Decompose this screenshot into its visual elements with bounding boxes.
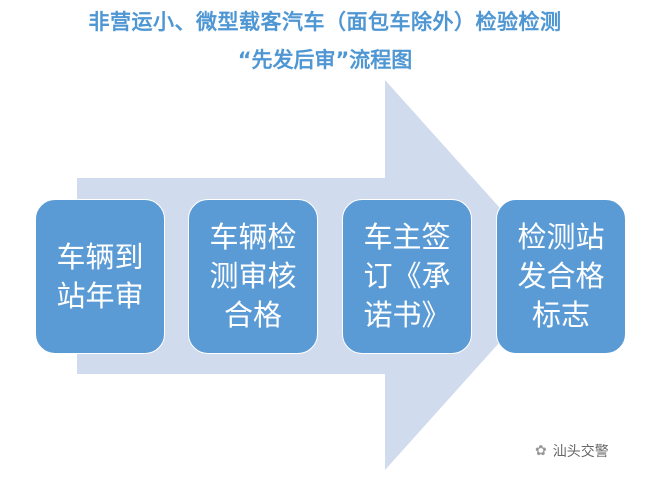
diagram-title-line1: 非营运小、微型载客汽车（面包车除外）检验检测 xyxy=(88,10,562,34)
step-1-box: 车辆到站年审 xyxy=(35,199,165,354)
step-1-label: 车辆到站年审 xyxy=(56,239,144,313)
wechat-icon: ✿ xyxy=(535,443,547,459)
step-4-label: 检测站发合格标志 xyxy=(517,220,605,332)
step-3-label: 车主签订《承诺书》 xyxy=(363,220,451,332)
step-4-box: 检测站发合格标志 xyxy=(496,199,626,354)
diagram-title-line2: “先发后审”流程图 xyxy=(237,48,413,72)
step-2-label: 车辆检测审核合格 xyxy=(209,220,297,332)
watermark: ✿ 汕头交警 xyxy=(535,441,609,461)
step-2-box: 车辆检测审核合格 xyxy=(188,199,318,354)
watermark-text: 汕头交警 xyxy=(552,444,609,460)
step-3-box: 车主签订《承诺书》 xyxy=(342,199,472,354)
